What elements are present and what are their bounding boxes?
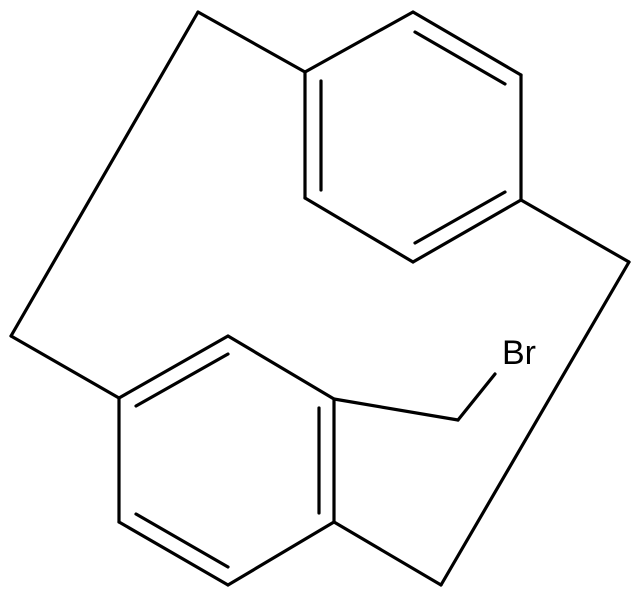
inner-double-bond — [134, 352, 230, 408]
inner-double-bond — [413, 30, 507, 86]
inner-double-bond — [134, 512, 230, 569]
bond — [411, 10, 523, 77]
bond — [117, 334, 230, 400]
upper-benzene-ring — [303, 10, 523, 264]
inner-double-bond — [413, 190, 507, 245]
bromomethyl-substituent: Br — [332, 334, 536, 422]
bridge-bond — [196, 10, 307, 74]
bond — [117, 520, 230, 587]
bridge-bond — [519, 198, 631, 264]
bond — [226, 334, 336, 401]
bromine-atom-label: Br — [502, 334, 536, 372]
bridge-bond — [9, 10, 200, 338]
bond — [303, 196, 415, 264]
bond — [303, 10, 415, 74]
ethylene-bridges — [9, 10, 631, 587]
ch2-bond — [332, 397, 460, 422]
c-br-bond — [456, 372, 497, 422]
bond — [411, 198, 523, 264]
bridge-bond — [332, 520, 443, 587]
bridge-bond — [9, 334, 121, 400]
lower-benzene-ring — [117, 334, 336, 587]
bond — [226, 520, 336, 587]
bridge-bond — [439, 260, 631, 587]
